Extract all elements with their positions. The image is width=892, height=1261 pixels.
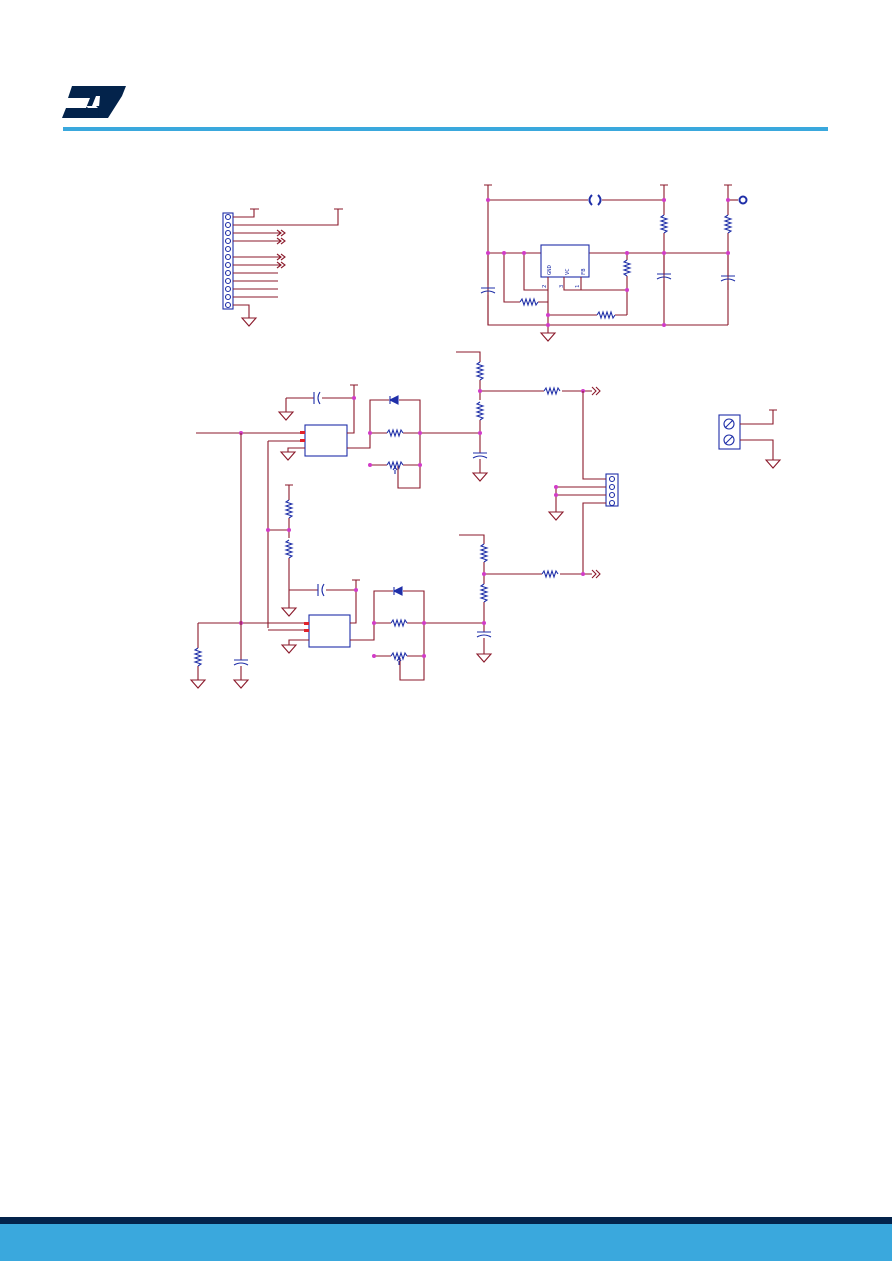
footer-bar-dark xyxy=(0,1217,892,1224)
upper-junctions xyxy=(239,389,585,467)
regulator-inductor xyxy=(588,194,602,206)
divider-resistor-lower-2 xyxy=(479,583,489,603)
input-capacitor-bias xyxy=(233,659,249,666)
input-capacitor xyxy=(480,287,496,294)
regulator-circuit: GND VC FB 2 3 1 xyxy=(480,184,748,342)
amplifier-stage-lower xyxy=(198,484,601,681)
output-connector xyxy=(547,391,619,574)
bias-resistor-2 xyxy=(284,539,294,559)
compensation-capacitor-upper xyxy=(313,391,321,405)
pin-header-wiring xyxy=(233,208,343,327)
input-bias-network xyxy=(189,433,250,689)
filter-capacitor-upper xyxy=(472,452,488,459)
svg-text:2: 2 xyxy=(542,285,548,288)
regulator-junctions xyxy=(486,198,730,327)
diode-upper xyxy=(388,395,399,405)
resistor-r-bottom-1 xyxy=(519,297,539,307)
input-resistor-bias xyxy=(193,647,203,667)
amplifier-stage-upper xyxy=(196,351,601,628)
divider-resistor-upper-1 xyxy=(475,361,485,381)
divider-resistor-lower-1 xyxy=(479,543,489,563)
series-resistor-upper xyxy=(543,386,561,396)
pin-header-connector xyxy=(222,212,234,310)
trim-potentiometer-lower xyxy=(390,651,408,665)
compensation-capacitor-lower xyxy=(317,583,325,597)
series-resistor-lower xyxy=(541,569,559,579)
gain-resistor-lower xyxy=(390,618,408,628)
feedback-resistor-2 xyxy=(723,214,733,234)
resistor-r-fb xyxy=(622,259,632,277)
feedback-resistor-1 xyxy=(659,214,669,234)
svg-text:VC: VC xyxy=(565,268,571,275)
output-test-point xyxy=(738,195,748,205)
amplifier-ic-lower xyxy=(308,614,351,648)
svg-text:3: 3 xyxy=(559,285,565,288)
svg-text:FB: FB xyxy=(581,268,587,275)
gain-resistor-upper xyxy=(386,428,404,438)
lower-junctions xyxy=(239,528,585,658)
diode-lower xyxy=(392,586,403,596)
regulator-pin-labels: GND VC FB 2 3 1 xyxy=(542,265,587,288)
regulator-ic xyxy=(540,244,590,278)
svg-text:GND: GND xyxy=(547,265,553,275)
terminal-block-connector xyxy=(718,409,782,469)
filter-capacitor-lower xyxy=(476,631,492,638)
pin-header-pins xyxy=(224,213,232,309)
header-rule xyxy=(63,127,828,131)
svg-text:1: 1 xyxy=(575,285,581,288)
divider-resistor-upper-2 xyxy=(475,401,485,421)
footer-bar-light xyxy=(0,1224,892,1261)
resistor-r-bottom-2 xyxy=(596,310,616,320)
bias-resistor-1 xyxy=(284,499,294,519)
st-logo: ST xyxy=(62,86,126,118)
trim-potentiometer-upper xyxy=(386,460,404,474)
amplifier-ic-upper xyxy=(304,424,348,457)
